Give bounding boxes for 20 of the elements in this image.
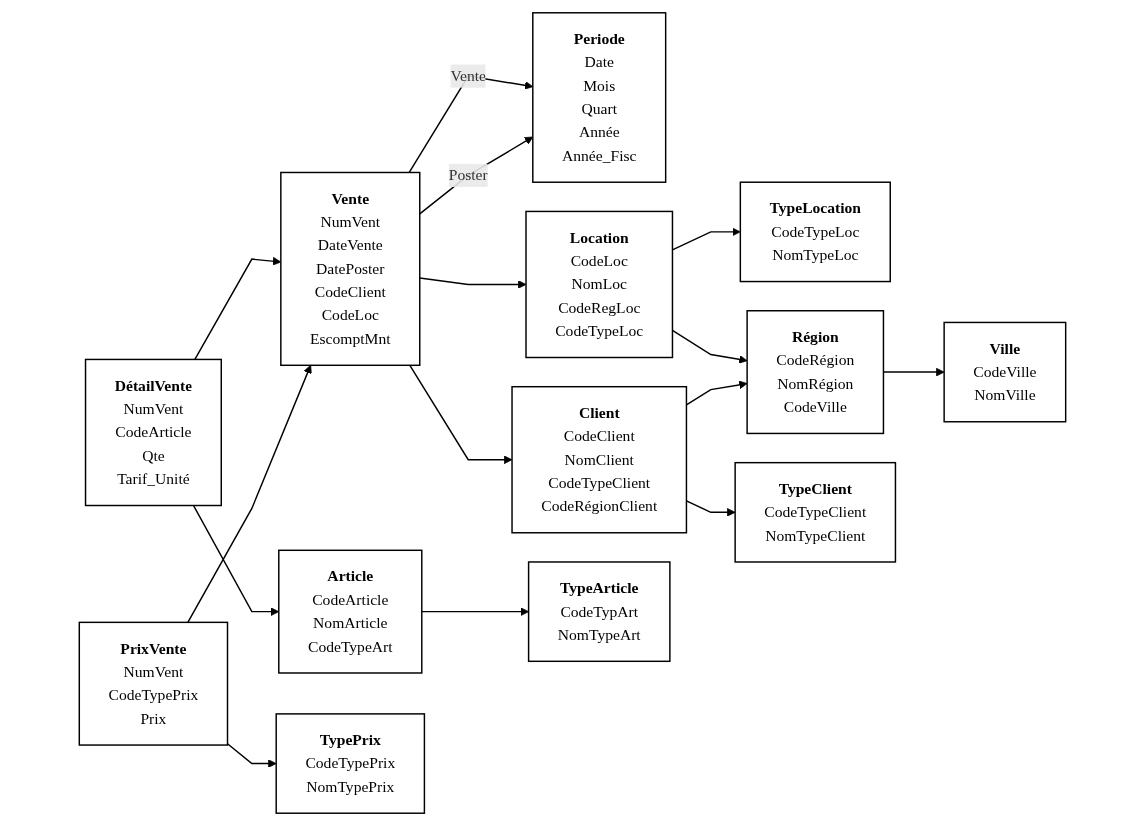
- node-box: DétailVente NumVent CodeArticle Qte Tarif_Unité: [84, 358, 222, 507]
- arrow: [226, 743, 277, 768]
- node-box: Article CodeArticle NomArticle CodeTypeArt: [278, 549, 423, 674]
- node-box: TypeLocation CodeTypeLoc NomTypeLoc: [739, 181, 891, 283]
- node-box: PrixVente NumVent CodeTypePrix Prix: [78, 621, 229, 746]
- edge-label: Poster: [448, 166, 488, 184]
- node-box: TypePrix CodeTypePrix NomTypePrix: [275, 713, 426, 814]
- node-box: Vente NumVent DateVente DatePoster CodeClient CodeLoc EscomptMnt: [280, 171, 421, 367]
- arrow: [421, 607, 529, 616]
- node-box: Periode Date Mois Quart Année Année_Fisc: [532, 12, 667, 183]
- arrow: [187, 364, 312, 624]
- arrow: [409, 364, 513, 464]
- node-box: Région CodeRégion NomRégion CodeVille: [746, 310, 885, 435]
- arrow: [419, 277, 527, 289]
- node-box: Ville CodeVille NomVille: [943, 321, 1067, 423]
- node-box: TypeClient CodeTypeClient NomTypeClient: [734, 461, 897, 563]
- node-box: Location CodeLoc NomLoc CodeRegLoc CodeTypeLoc: [525, 210, 674, 359]
- node-box: TypeArticle CodeTypArt NomTypeArt: [527, 561, 671, 663]
- edge-label: Vente: [450, 67, 486, 84]
- node-box: Client CodeClient NomClient CodeTypeClient CodeRégionClient: [511, 385, 688, 534]
